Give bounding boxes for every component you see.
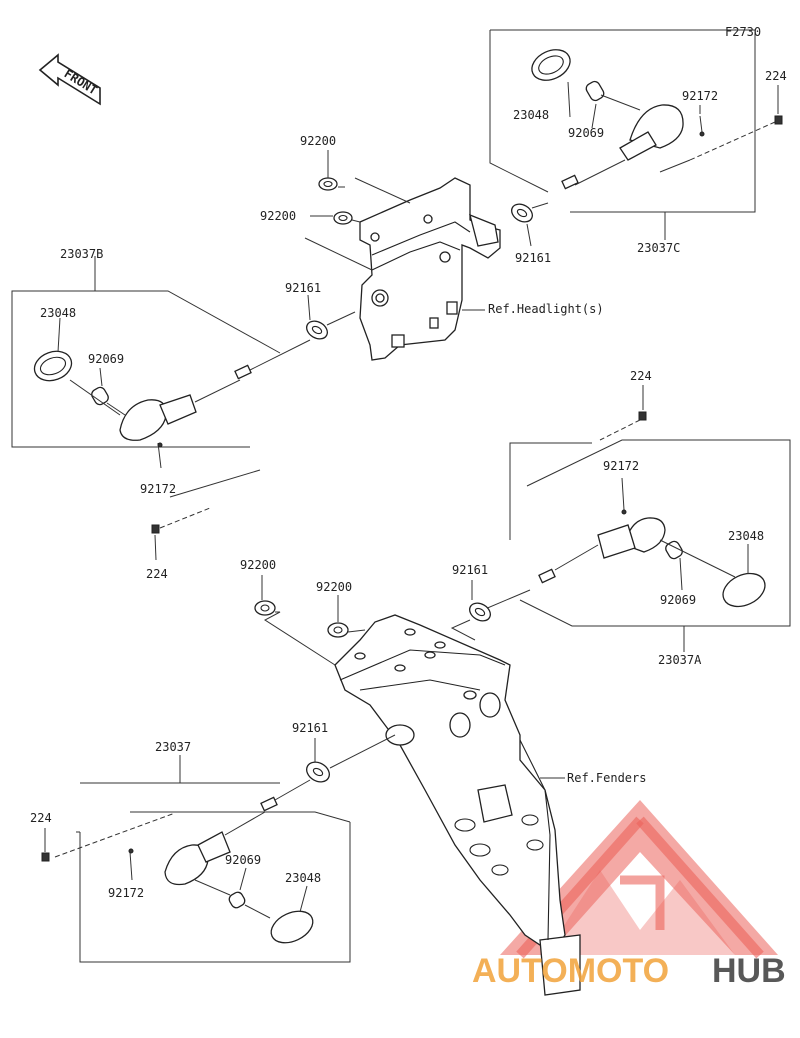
lens-23048-l: [33, 350, 73, 382]
label-224: 224: [146, 567, 168, 581]
label-92069: 92069: [568, 126, 604, 140]
assembly-23037b: [11, 256, 311, 561]
grommet-92161-bl: [306, 734, 396, 783]
label-92161: 92161: [292, 721, 328, 735]
lens-23048-mr: [722, 572, 766, 608]
lens-23048-tr: [531, 49, 571, 81]
label-92200: 92200: [240, 558, 276, 572]
assembly-23037a: [477, 385, 791, 652]
grommet-92200-a: [318, 150, 411, 204]
diagram-code: F2730: [725, 25, 761, 39]
watermark-hub: HUB: [712, 952, 786, 990]
bolt-224-tr: [774, 115, 783, 125]
signal-housing-l: [119, 399, 167, 441]
bolt-224-mr: [638, 411, 647, 421]
watermark-automoto: AUTOMOTO: [472, 952, 669, 990]
label-23048: 23048: [513, 108, 549, 122]
label-23048: 23048: [728, 529, 764, 543]
label-224: 224: [765, 69, 787, 83]
label-23037a: 23037A: [658, 653, 702, 667]
grommet-92200-d: [327, 595, 366, 638]
label-92161: 92161: [285, 281, 321, 295]
label-92200: 92200: [316, 580, 352, 594]
grommet-92161-mr: [450, 580, 491, 641]
bulb-92069-bl: [228, 891, 246, 909]
grommet-92200-b: [304, 211, 373, 271]
lens-23048-bl: [270, 910, 314, 944]
bulb-92069-mr: [665, 540, 683, 560]
rear-bracket: [334, 614, 581, 996]
label-92161: 92161: [515, 251, 551, 265]
bolt-224-bl: [41, 852, 50, 862]
label-92172: 92172: [682, 89, 718, 103]
bulb-92069-tr: [585, 80, 605, 102]
headlight-bracket: [359, 177, 501, 361]
label-92161: 92161: [452, 563, 488, 577]
ref-headlight-label: Ref.Headlight(s): [488, 302, 604, 316]
watermark-text: AUTOMOTO HUB: [472, 952, 786, 990]
label-92200: 92200: [260, 209, 296, 223]
bolt-224-l: [151, 524, 160, 534]
watermark-logo: [500, 800, 778, 959]
label-224: 224: [630, 369, 652, 383]
label-23037: 23037: [155, 740, 191, 754]
label-92069: 92069: [660, 593, 696, 607]
label-92200: 92200: [300, 134, 336, 148]
ref-fenders-label: Ref.Fenders: [567, 771, 646, 785]
label-23037c: 23037C: [637, 241, 680, 255]
label-23048: 23048: [285, 871, 321, 885]
label-224: 224: [30, 811, 52, 825]
label-92172: 92172: [603, 459, 639, 473]
bulb-92069-l: [91, 386, 109, 406]
grommet-92161-l: [306, 294, 356, 340]
signal-housing-mr: [624, 517, 666, 553]
assembly-23037c: [489, 29, 783, 240]
label-23037b: 23037B: [60, 247, 103, 261]
label-92069: 92069: [225, 853, 261, 867]
label-92172: 92172: [108, 886, 144, 900]
grommet-92161-tr: [511, 202, 549, 247]
label-92069: 92069: [88, 352, 124, 366]
assembly-23037: [41, 755, 351, 963]
label-92172: 92172: [140, 482, 176, 496]
label-23048: 23048: [40, 306, 76, 320]
front-arrow-icon: FRONT: [38, 53, 101, 106]
grommet-92200-c: [254, 575, 336, 666]
